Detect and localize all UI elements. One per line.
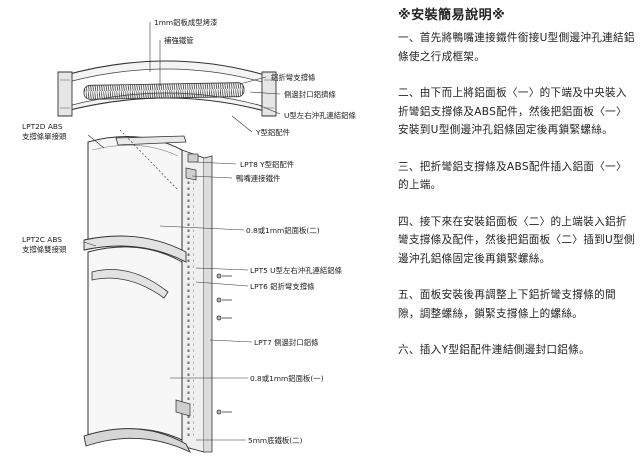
installation-instructions: ※安裝簡易說明※ 一、首先將鴨嘴連接鐵件銜接U型側邊沖孔連結鋁條使之行成框架。 …: [398, 4, 636, 460]
label-panel-2: 0.8或1mm鋁面板(二): [246, 226, 320, 235]
label-reinforce-tube: 補強鐵管: [164, 36, 194, 45]
top-leaders: [149, 22, 281, 133]
label-lpt2c-line1: LPT2C ABS: [22, 235, 62, 244]
label-base-plate: 5mm底鐵板(二): [248, 436, 303, 445]
label-lpt2d-line2: 支撐條單接頭: [22, 132, 67, 141]
instruction-step-2: 二、由下而上將鋁面板〈一〉的下端及中央裝入折彎鋁支撐條及ABS配件，然後把鋁面板…: [398, 87, 627, 136]
instruction-step-3: 三、把折彎鋁支撐條及ABS配件插入鋁面〈一〉的上端。: [398, 160, 627, 192]
label-y-part: Y型鋁配件: [255, 128, 291, 137]
label-panel-1: 0.8或1mm鋁面板(一): [250, 374, 324, 383]
label-side-seal: 側邊封口鋁擠條: [284, 90, 336, 99]
label-u-side: U型左右沖孔連結鋁條: [284, 111, 357, 120]
label-lpt7: LPT7 側邊封口鋁條: [254, 338, 319, 347]
label-al-support: 鋁折彎支撐條: [271, 73, 316, 82]
instruction-step-4: 四、接下來在安裝鋁面板〈二〉的上端裝入鋁折彎支撐條及配件，然後把鋁面板〈二〉插到…: [398, 215, 635, 265]
instruction-step-1: 一、首先將鴨嘴連接鐵件銜接U型側邊沖孔連結鋁條使之行成框架。: [398, 32, 635, 63]
label-lpt2c-line2: 支撐條雙接頭: [22, 245, 67, 254]
label-lpt5: LPT5 U型左右沖孔連結鋁條: [250, 266, 343, 275]
label-lpt2d-line1: LPT2D ABS: [22, 122, 63, 131]
panel-leaders: [83, 134, 253, 441]
panel-assembly: [83, 129, 232, 453]
cross-section-detail: [57, 60, 277, 117]
label-duckbill: 鴨嘴連接鐵件: [236, 174, 281, 183]
instruction-step-6: 六、插入Y型鋁配件連結側邊封口鋁條。: [398, 344, 590, 356]
instructions-title: ※安裝簡易說明※: [398, 8, 506, 23]
label-lpt6: LPT6 鋁折彎支撐條: [250, 282, 315, 291]
instruction-step-5: 五、面板安裝後再調整上下鋁折彎支撐條的間隙，調整螺絲，鎖緊支撐條上的螺絲。: [398, 289, 616, 320]
label-top-tube: 1mm鋁板成型烤漆: [154, 18, 218, 27]
label-lpt8: LPT8 Y型鋁配件: [240, 160, 295, 169]
assembly-diagram: 1mm鋁板成型烤漆 補強鐵管 鋁折彎支撐條 側邊封口鋁擠條 U型左右沖孔連結鋁條…: [22, 18, 357, 453]
